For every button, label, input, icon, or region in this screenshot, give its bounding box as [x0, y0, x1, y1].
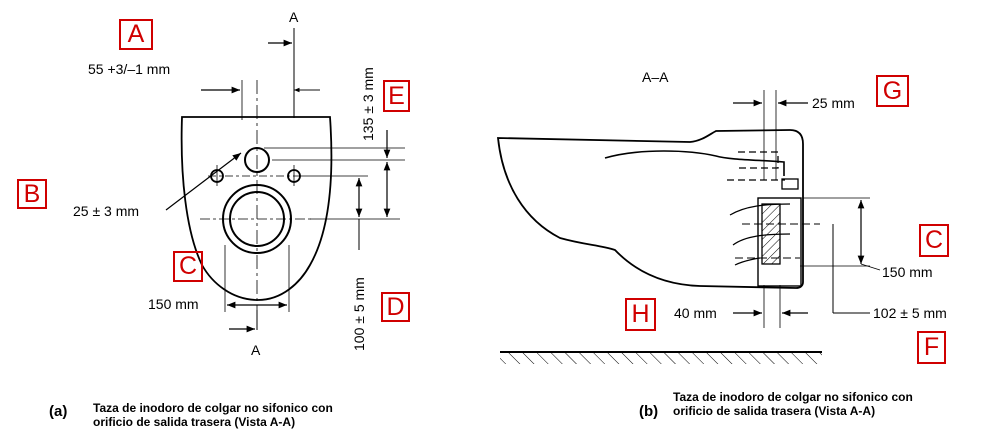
section-mark-bottom: A — [251, 342, 261, 358]
section-title: A–A — [642, 69, 669, 85]
label-c-right: C — [919, 224, 949, 257]
front-view — [165, 28, 405, 333]
label-a: A — [119, 19, 153, 50]
caption-a-line2: orificio de salida trasera (Vista A-A) — [93, 415, 296, 429]
caption-a-letter: (a) — [49, 403, 68, 420]
caption-b-line1: Taza de inodoro de colgar no sifonico co… — [673, 390, 913, 404]
dim-150-left: 150 mm — [148, 296, 199, 312]
label-f: F — [917, 331, 946, 364]
section-mark-top: A — [289, 9, 299, 25]
side-section-view — [496, 129, 820, 289]
dim-40: 40 mm — [674, 305, 717, 321]
label-d: D — [381, 292, 410, 322]
side-dimensions — [500, 90, 881, 364]
label-g: G — [876, 75, 909, 107]
caption-a-text: Taza de inodoro de colgar no sifonico co… — [93, 401, 333, 429]
dim-100-tolerance: 100 ± 5 mm — [351, 277, 367, 351]
dim-135-tolerance: 135 ± 3 mm — [360, 67, 376, 141]
bowl-outline — [180, 116, 333, 301]
label-h: H — [625, 298, 656, 331]
label-c-left: C — [173, 251, 203, 282]
caption-a-line1: Taza de inodoro de colgar no sifonico co… — [93, 401, 333, 415]
dim-25-right: 25 mm — [812, 95, 855, 111]
caption-b-line2: orificio de salida trasera (Vista A-A) — [673, 404, 876, 418]
caption-b-text: Taza de inodoro de colgar no sifonico co… — [673, 390, 913, 418]
dim-102-tolerance: 102 ± 5 mm — [873, 305, 947, 321]
dim-55: 55 +3/–1 mm — [88, 61, 171, 77]
label-e: E — [383, 80, 410, 112]
label-b: B — [17, 179, 47, 209]
bowl-profile — [496, 129, 804, 289]
caption-b-letter: (b) — [639, 403, 659, 420]
dim-150-right: 150 mm — [882, 264, 933, 280]
dim-25-tolerance: 25 ± 3 mm — [73, 203, 140, 219]
